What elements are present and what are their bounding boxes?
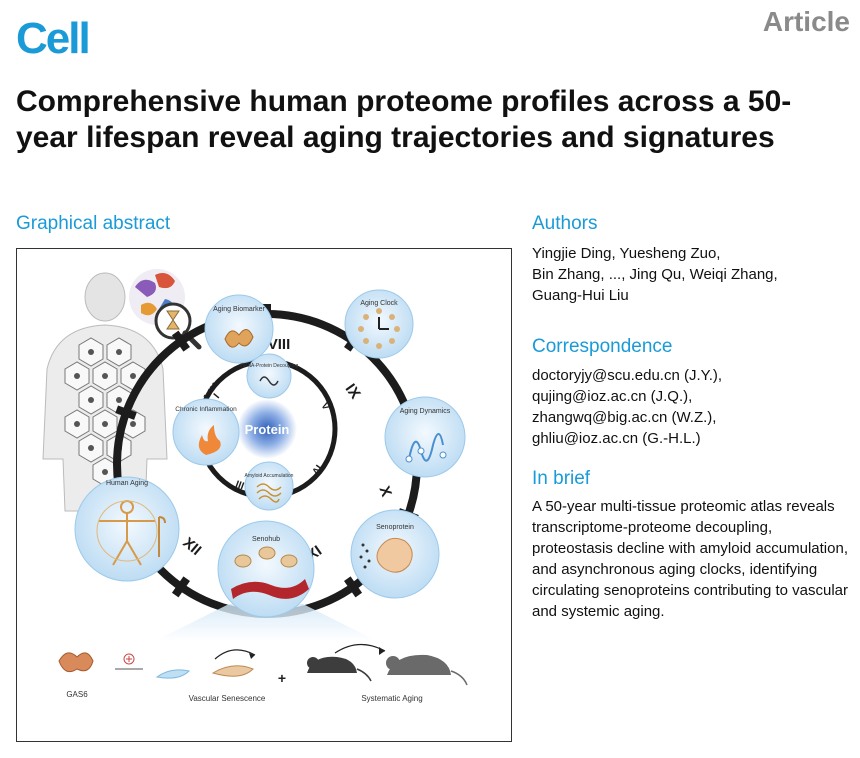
chronic-label: Chronic Inflammation bbox=[175, 406, 237, 413]
senescent-cell-icon bbox=[376, 537, 413, 573]
authors-heading: Authors bbox=[532, 213, 598, 234]
chronic-inflammation-bubble: Chronic Inflammation bbox=[172, 398, 240, 466]
decoupling-label: mRNA-Protein Decoupling bbox=[240, 363, 299, 369]
email-link[interactable]: zhangwq@big.ac.cn (W.Z.), bbox=[532, 409, 717, 426]
vascular-senescence-label: Vascular Senescence bbox=[189, 694, 266, 703]
vascular-cells-illustration bbox=[155, 649, 256, 679]
protein-label: Protein bbox=[245, 422, 290, 437]
decoupling-icon bbox=[259, 376, 279, 386]
blood-vessel-icon bbox=[231, 579, 309, 599]
graphical-abstract-svg: VII VIII IX X XI XII I II III IV V Prote… bbox=[42, 269, 468, 703]
vitruvian-figure-icon bbox=[96, 500, 158, 566]
authors-list: Yingjie Ding, Yuesheng Zuo, Bin Zhang, .… bbox=[532, 243, 852, 306]
tissue-magnifier-illustration bbox=[129, 269, 202, 350]
senoprotein-bubble: Senoprotein bbox=[350, 509, 440, 599]
human-aging-bubble: Human Aging bbox=[74, 476, 180, 582]
ring-numeral-viii: VIII bbox=[268, 336, 291, 353]
protein-core bbox=[237, 399, 297, 459]
aging-clock-label: Aging Clock bbox=[360, 300, 398, 307]
author-line: Guang-Hui Liu bbox=[532, 287, 629, 304]
ring-numeral-ix: IX bbox=[342, 381, 364, 402]
article-type-label: Article bbox=[762, 6, 850, 37]
author-line: Bin Zhang, ..., Jing Qu, Weiqi Zhang, bbox=[532, 266, 778, 283]
email-link[interactable]: doctoryjy@scu.edu.cn (J.Y.), bbox=[532, 367, 723, 384]
senoprotein-label: Senoprotein bbox=[376, 524, 414, 531]
systematic-aging-label: Systematic Aging bbox=[361, 694, 422, 703]
human-body-illustration bbox=[42, 272, 168, 512]
aging-dynamics-bubble: Aging Dynamics bbox=[384, 396, 466, 478]
email-link[interactable]: qujing@ioz.ac.cn (J.Q.), bbox=[532, 388, 693, 405]
aging-dynamics-label: Aging Dynamics bbox=[400, 408, 451, 415]
in-brief-text: A 50-year multi-tissue proteomic atlas r… bbox=[532, 498, 849, 620]
gas6-label: GAS6 bbox=[66, 690, 88, 699]
author-line: Yingjie Ding, Yuesheng Zuo, bbox=[532, 245, 721, 262]
correspondence-heading: Correspondence bbox=[532, 336, 673, 357]
decoupling-bubble bbox=[246, 353, 292, 399]
graphical-abstract-figure: VII VIII IX X XI XII I II III IV V Prote… bbox=[16, 248, 512, 742]
gas6-protein-icon bbox=[58, 652, 94, 673]
ring-numeral-xii: XII bbox=[179, 534, 204, 559]
human-aging-label: Human Aging bbox=[106, 480, 148, 487]
amyloid-label: Amyloid Accumulation bbox=[245, 473, 294, 479]
amyloid-fibril-icon bbox=[256, 483, 282, 503]
email-link[interactable]: ghliu@ioz.ac.cn (G.-H.L.) bbox=[532, 430, 701, 447]
clock-marks-icon bbox=[358, 308, 400, 349]
senohub-bubble: Senohub bbox=[217, 520, 315, 618]
senohub-label: Senohub bbox=[252, 536, 280, 543]
journal-logo: Cell bbox=[16, 14, 91, 63]
ring-numeral-x: X bbox=[376, 484, 395, 499]
organ-cluster-icon bbox=[234, 546, 298, 568]
aging-biomarker-bubble: Aging Biomarker bbox=[204, 294, 274, 364]
correspondence-list: doctoryjy@scu.edu.cn (J.Y.), qujing@ioz.… bbox=[532, 365, 852, 449]
aging-clock-bubble: Aging Clock bbox=[344, 289, 414, 359]
article-title: Comprehensive human proteome profiles ac… bbox=[16, 85, 792, 154]
inner-numeral-iii: III bbox=[234, 477, 246, 490]
inner-numeral-v: V bbox=[318, 401, 331, 413]
cane-icon bbox=[158, 516, 166, 557]
in-brief-heading: In brief bbox=[532, 468, 591, 489]
mice-illustration bbox=[307, 643, 468, 686]
flame-icon bbox=[198, 425, 221, 455]
biomarker-protein-icon bbox=[224, 329, 254, 348]
graphical-abstract-heading: Graphical abstract bbox=[16, 213, 171, 234]
aging-biomarker-label: Aging Biomarker bbox=[213, 306, 265, 313]
plus-sign: + bbox=[278, 670, 286, 686]
senohub-beam bbox=[155, 604, 377, 641]
inner-numeral-i: I bbox=[212, 392, 222, 401]
dynamics-curve-icon bbox=[408, 433, 444, 462]
